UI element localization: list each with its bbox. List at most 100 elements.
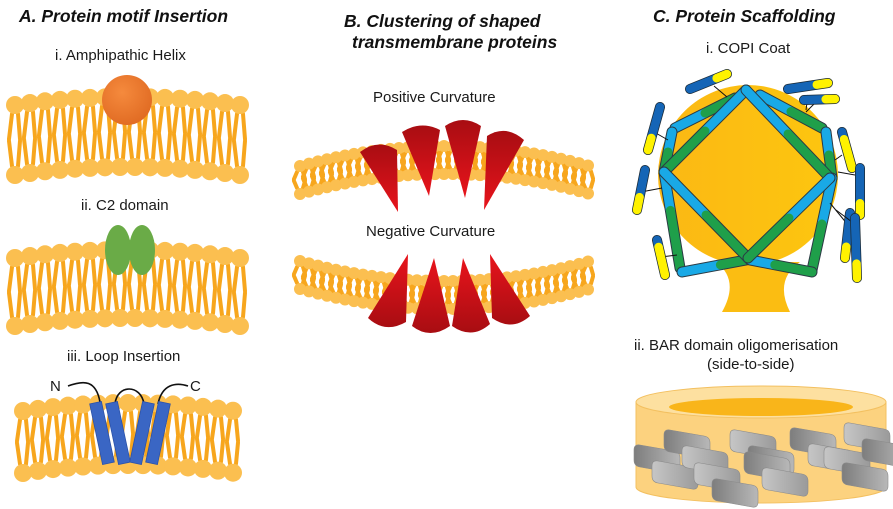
lipid-head [546,150,558,163]
lipid-tail [67,284,82,313]
appendage-linker [834,154,843,161]
lipid-tail [172,105,187,135]
appendage-linker [713,85,728,98]
appendage-tip [812,78,833,89]
lipid-tail [127,131,142,161]
lipid-tail [22,137,37,167]
lipid-head [546,264,558,277]
cone-protein [452,258,490,333]
lipid-head [74,395,92,414]
lipid-head [21,94,39,113]
lipid-tail [67,132,82,162]
lipid-tail [75,434,90,460]
lipid-tail [202,108,217,138]
lipid-head [375,271,387,284]
lipid-tail [142,131,157,161]
lipid-head [194,397,212,416]
lipid-tail [127,283,142,312]
bar-domain-diagram [633,385,893,508]
lipid-tail [165,411,180,437]
lipid-tail [232,112,247,141]
lipid-head [366,269,378,282]
appendage-core [850,213,861,268]
lipid-head [59,458,77,477]
lipid-head [179,396,197,415]
lipid-tail [82,283,97,312]
lipid-tail [45,437,60,463]
lipid-tail [67,258,82,287]
lipid-tail [217,137,232,167]
lipid-head [231,249,249,267]
lipid-tail [82,104,97,134]
membrane-positive-curvature [292,140,595,200]
lipid-head [564,260,576,273]
lipid-head [546,292,558,305]
coat-rod-blue [677,260,725,277]
lipid-head [186,243,204,262]
lipid-tail [97,131,112,161]
lipid-head [179,458,197,477]
lipid-tail [37,261,52,290]
lipid-tail [45,414,60,440]
appendage-core [685,73,721,94]
lipid-head [126,158,144,177]
lipid-head [510,172,522,185]
lipid-head [357,174,369,187]
coat-rod-green [770,260,817,277]
lipid-head [209,461,227,480]
lipid-head [519,268,531,281]
lipid-tail [195,413,210,439]
lipid-head [171,242,189,261]
lipid-head [141,309,159,328]
lipid-head [6,317,24,335]
lipid-head [156,88,174,107]
panel-b-title-line2: transmembrane proteins [352,32,558,52]
lipid-head [528,295,540,308]
lipid-head [74,457,92,476]
lipid-head [59,396,77,415]
copi-coat-diagram [632,69,865,312]
lipid-head [194,459,212,478]
lipid-head [582,187,594,200]
lipid-tail [157,283,172,312]
lipid-tail [7,291,22,319]
lipid-head [348,267,360,280]
coat-rod-blue [741,85,793,139]
lipid-head [312,287,324,300]
lipid-head [171,159,189,178]
lipid-tail [187,259,202,288]
lipid-head [357,296,369,309]
appendage-tip [840,242,851,263]
lipid-head [537,177,549,190]
lipid-head [555,152,567,165]
lipid-tail [225,417,240,443]
lipid-head [231,96,249,114]
lipid-head [321,289,333,302]
lipid-head [216,247,234,266]
lipid-head [66,310,84,329]
lipid-tail [157,131,172,161]
appendage-core [647,102,665,143]
lipid-head [528,147,540,160]
lipid-head [357,268,369,281]
coat-rod-blue [700,85,751,136]
lipid-tail [580,274,595,286]
membrane-loop [14,394,242,482]
bar-domain-label-line2: (side-to-side) [707,356,795,373]
lipid-tail [157,104,172,134]
lipid-tail [22,289,37,318]
lipid-head [81,241,99,260]
lipid-tail [30,415,45,441]
coat-rod-green [743,213,794,263]
lipid-tail [210,438,225,464]
lipid-tail [225,440,240,466]
lipid-head [51,243,69,262]
lipid-head [294,188,306,200]
lipid-head [303,157,315,170]
lipid-head [474,141,486,154]
lipid-head [216,164,234,183]
lipid-tail [60,412,75,438]
coat-rod-green [783,129,835,183]
lipid-head [582,159,594,172]
lipid-head [339,149,351,162]
